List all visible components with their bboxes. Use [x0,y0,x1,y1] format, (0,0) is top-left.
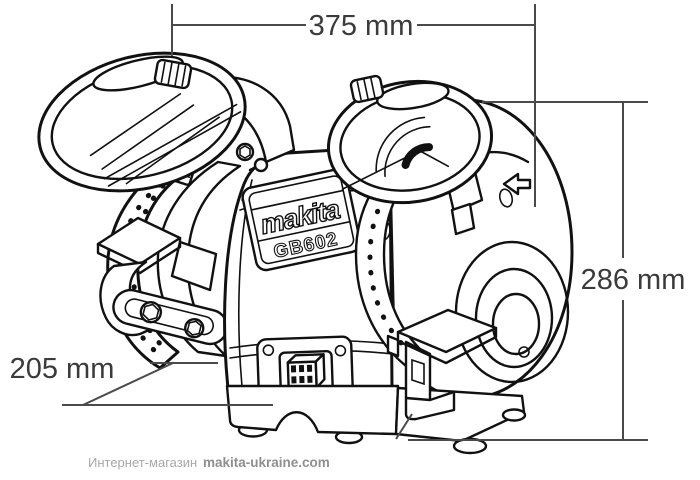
dimension-height: 286 mm [395,101,686,441]
rubber-foot [452,437,488,455]
watermark-prefix: Интернет-магазин [88,455,197,470]
rotation-arrow-icon [502,172,532,196]
machine-base [225,384,527,455]
shield-top-window [376,81,450,111]
watermark: Интернет-магазин makita-ukraine.com [88,455,330,470]
dimension-depth-label: 205 mm [10,353,115,385]
watermark-site: makita-ukraine.com [203,455,330,470]
nameplate: makita GB602 [241,168,362,272]
dimension-height-label: 286 mm [581,264,686,296]
right-tool-rest [386,308,498,421]
left-shield-knob [153,58,193,90]
left-eye-shield [37,51,247,193]
dimension-depth: 205 mm [10,353,273,406]
right-tool-rest-foot [404,390,456,421]
right-eye-shield [326,79,494,205]
power-switch [286,353,326,390]
dimension-width: 375 mm [171,4,536,207]
dimension-width-label: 375 mm [309,10,414,42]
right-shield-knob [349,74,385,104]
